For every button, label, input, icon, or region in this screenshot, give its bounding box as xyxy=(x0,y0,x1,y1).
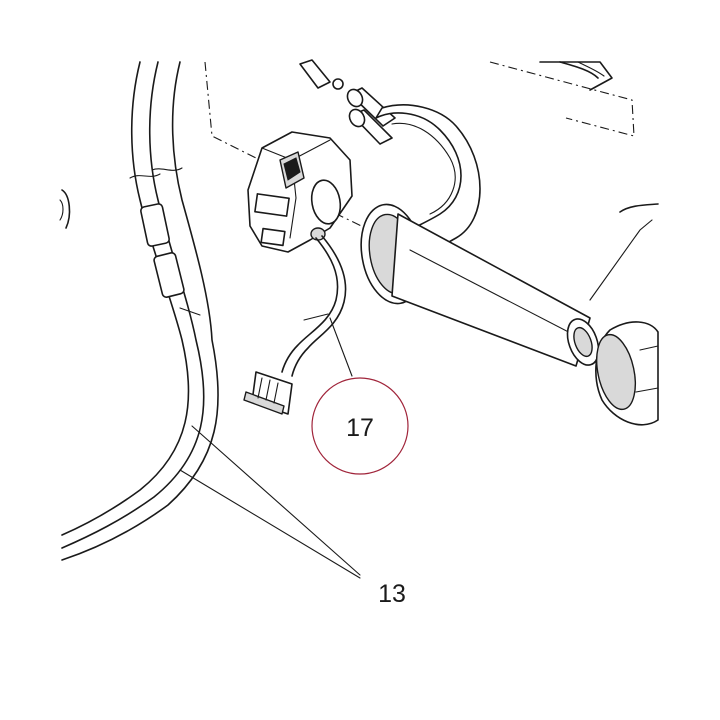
switch-wire xyxy=(243,235,347,415)
partial-bracket xyxy=(59,189,71,229)
callout-17-highlight-circle xyxy=(311,377,409,475)
mounting-screws xyxy=(299,59,396,145)
throttle-grip-assembly xyxy=(360,104,659,426)
callout-17-label: 17 xyxy=(346,414,374,442)
callout-13-leader-lower xyxy=(179,469,361,579)
handlebar-switch-17 xyxy=(247,131,353,253)
callout-17-leader xyxy=(329,317,353,377)
callout-17: 17 xyxy=(311,317,409,475)
callout-13-leader-upper xyxy=(191,425,361,576)
cable-bundle-13 xyxy=(61,61,219,561)
callout-13: 13 xyxy=(179,425,406,608)
upper-housing xyxy=(539,61,613,91)
callout-13-label: 13 xyxy=(378,580,406,608)
